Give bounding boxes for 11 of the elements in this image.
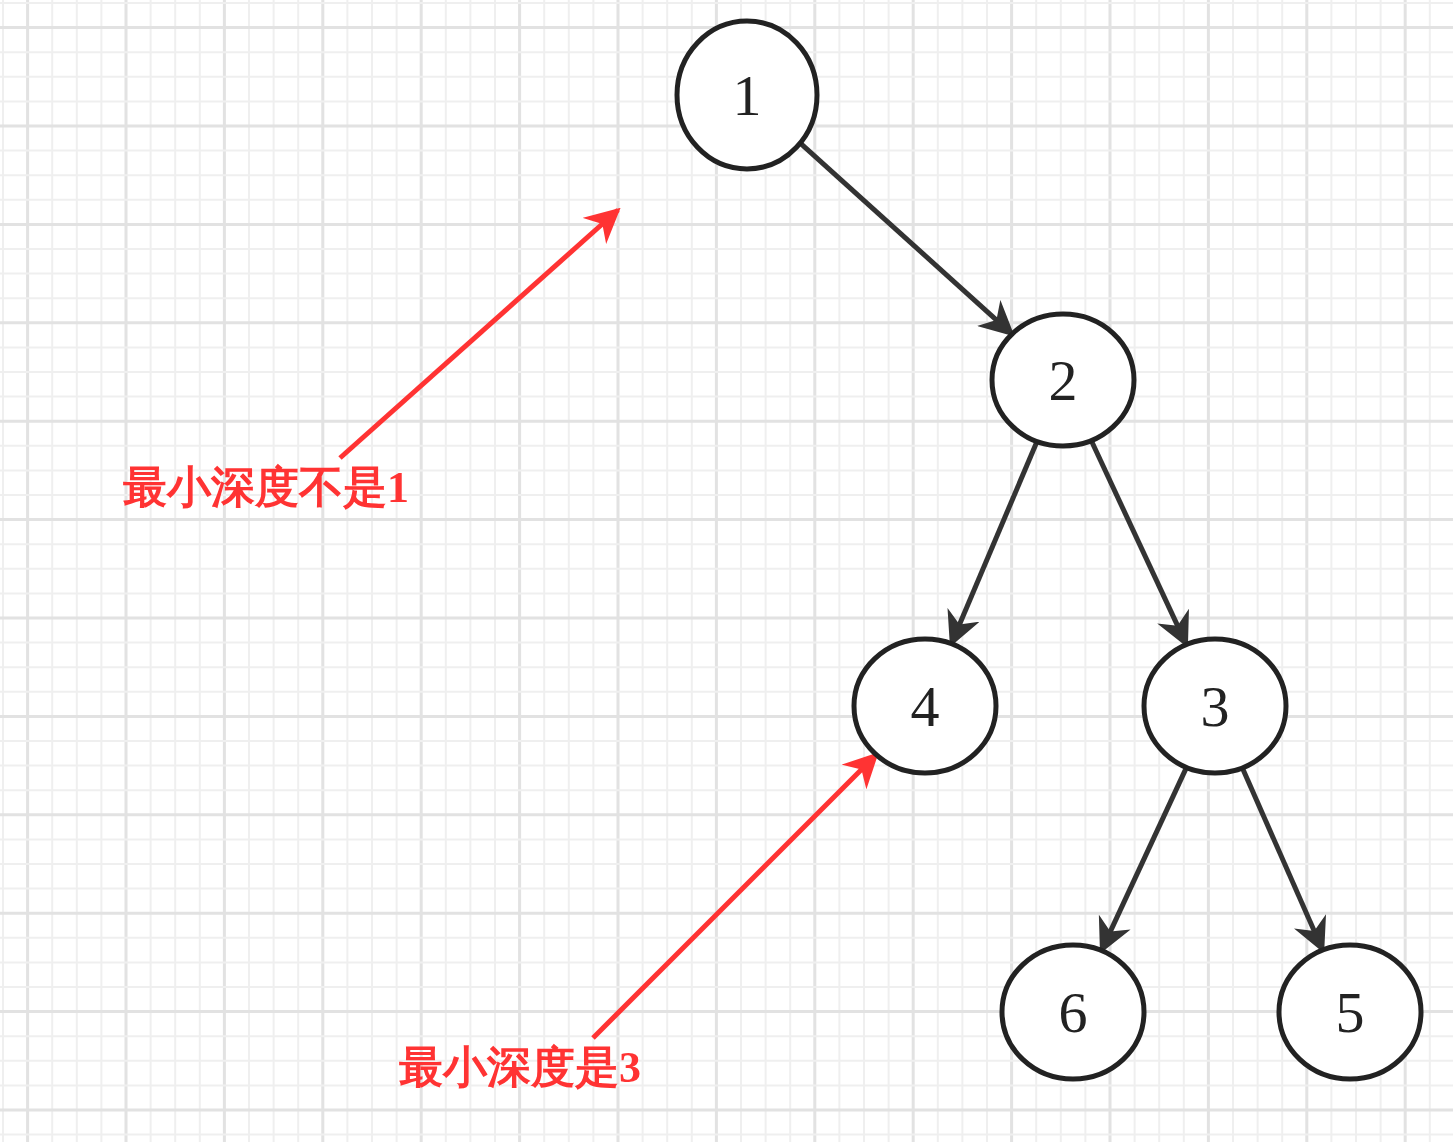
tree-node: 2: [989, 311, 1137, 449]
tree-node: 5: [1276, 942, 1424, 1082]
annotation-text: 最小深度不是1: [105, 458, 427, 516]
tree-node: 4: [851, 636, 999, 776]
annotation-text: 最小深度是3: [383, 1038, 657, 1096]
tree-node: 6: [999, 942, 1147, 1082]
tree-node: 1: [674, 18, 820, 172]
pointer-arrow: [591, 752, 879, 1040]
arrow: [798, 141, 1015, 337]
tree-node: 3: [1141, 636, 1289, 776]
pointer-arrow: [338, 207, 621, 460]
